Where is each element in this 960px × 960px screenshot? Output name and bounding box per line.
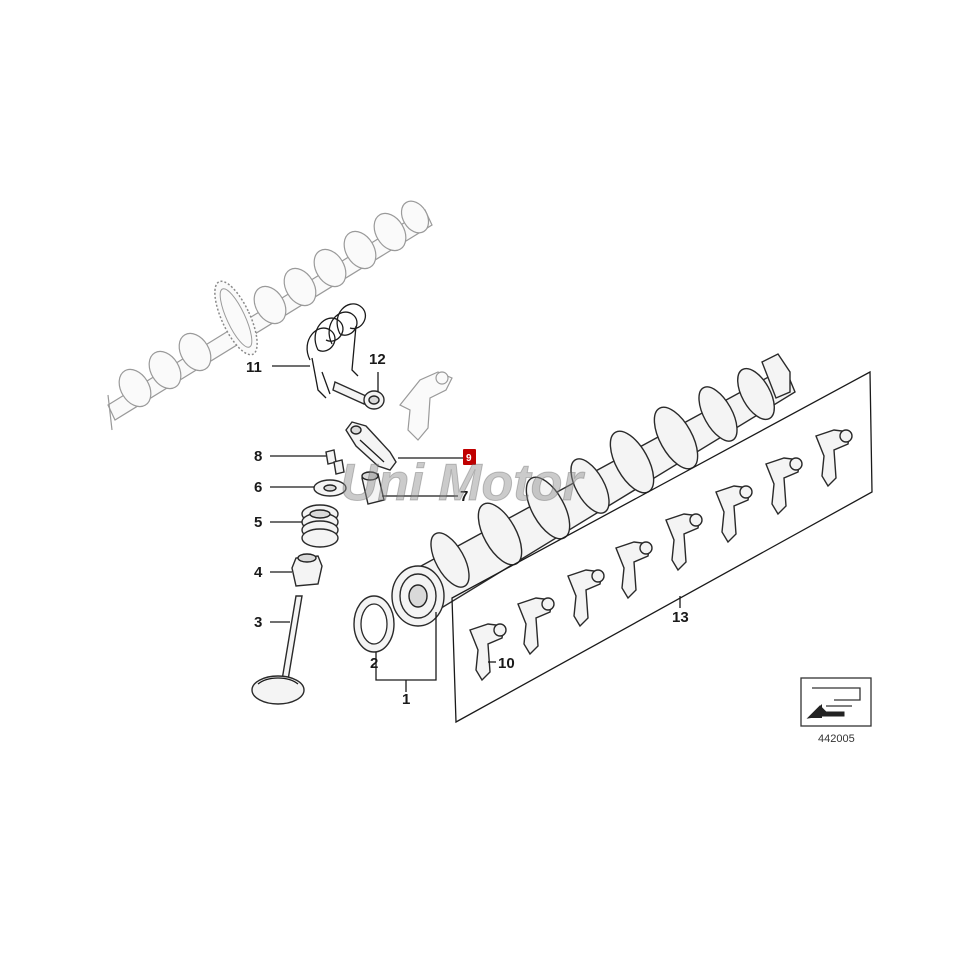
ghost-rocker bbox=[399, 371, 453, 441]
label-5: 5 bbox=[254, 514, 262, 531]
rocker-set bbox=[469, 429, 853, 682]
part-7-lifter bbox=[361, 471, 385, 505]
label-4: 4 bbox=[254, 564, 263, 581]
rocker-2 bbox=[517, 597, 555, 656]
label-7: 7 bbox=[460, 488, 468, 505]
arrow-symbol-icon bbox=[800, 677, 872, 727]
label-6: 6 bbox=[254, 479, 262, 496]
part-2-seal-ring bbox=[353, 595, 395, 653]
part-6-retainer bbox=[313, 479, 347, 497]
part-9-rocker-arm bbox=[345, 421, 397, 471]
part-5-valve-spring bbox=[301, 504, 339, 548]
part-8-valve-key bbox=[325, 449, 345, 475]
rocker-3 bbox=[567, 569, 605, 628]
part-labels: 11 12 8 6 7 5 4 3 2 1 10 13 9 bbox=[246, 351, 689, 708]
rocker-5 bbox=[665, 513, 703, 572]
part-13-rocker-set-box bbox=[451, 370, 873, 724]
label-10: 10 bbox=[498, 655, 515, 672]
label-9-highlight bbox=[463, 449, 476, 465]
label-13: 13 bbox=[672, 609, 689, 626]
part-3-valve bbox=[251, 595, 305, 705]
label-1: 1 bbox=[402, 691, 410, 708]
label-3: 3 bbox=[254, 614, 262, 631]
ghost-camshaft bbox=[107, 200, 433, 431]
rocker-1 bbox=[469, 623, 507, 682]
ghost-sprocket bbox=[214, 280, 258, 356]
part-12-bolt bbox=[332, 381, 385, 410]
rocker-7 bbox=[765, 457, 803, 516]
reference-number: 442005 bbox=[818, 733, 855, 745]
label-9: 9 bbox=[466, 453, 472, 464]
rocker-8 bbox=[815, 429, 853, 488]
label-8: 8 bbox=[254, 448, 262, 465]
label-12: 12 bbox=[369, 351, 386, 368]
part-11-spring bbox=[306, 303, 366, 399]
rocker-6 bbox=[715, 485, 753, 544]
label-2: 2 bbox=[370, 655, 378, 672]
label-11: 11 bbox=[246, 359, 262, 376]
part-1-camshaft bbox=[391, 353, 796, 627]
watermark-text: Uni Motor bbox=[340, 454, 585, 512]
rocker-4 bbox=[615, 541, 653, 600]
leader-lines bbox=[270, 365, 681, 692]
part-4-stem-seal bbox=[291, 553, 323, 587]
